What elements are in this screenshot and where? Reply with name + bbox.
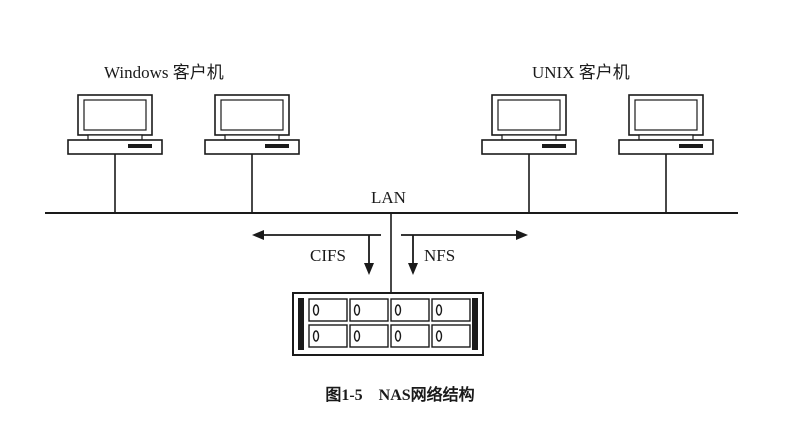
figure-title: NAS网络结构 [378,387,475,404]
cifs-down-arrow [364,235,374,275]
nfs-down-arrow [408,235,418,275]
figure-number: 图1-5 [325,387,363,404]
nas-storage-device [292,292,484,356]
cifs-horizontal-arrow [252,230,381,240]
windows-client-2 [204,94,300,213]
lan-label: LAN [371,188,406,207]
cifs-label: CIFS [310,246,346,265]
nfs-label: NFS [424,246,456,265]
drive-bay [308,324,348,348]
unix-client-1 [481,94,577,213]
drive-bays [308,298,471,348]
unix-clients-label: UNIX 客户机 [532,63,630,82]
drive-bay [431,324,471,348]
drive-bay [349,324,389,348]
windows-client-1 [67,94,163,213]
windows-clients-label: Windows 客户机 [104,63,224,82]
unix-client-2 [618,94,714,213]
figure-caption: 图1-5 NAS网络结构 [0,388,800,404]
drive-bay [308,298,348,322]
drive-bay [431,298,471,322]
drive-bay [390,324,430,348]
drive-bay [349,298,389,322]
drive-bay [390,298,430,322]
nfs-horizontal-arrow [401,230,528,240]
